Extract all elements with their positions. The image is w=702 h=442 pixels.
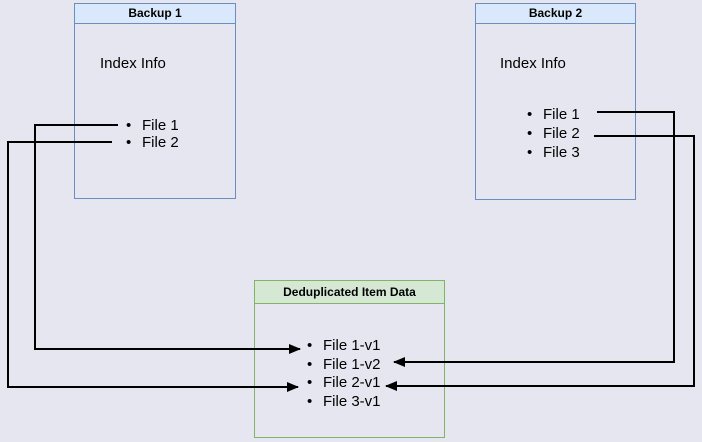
- backup1-file-list: File 1 File 2: [125, 117, 179, 151]
- list-item: File 2-v1: [306, 374, 381, 393]
- node-backup1: Backup 1 Index Info File 1 File 2: [74, 3, 236, 199]
- list-item: File 1-v1: [306, 337, 381, 356]
- node-backup2-body-label: Index Info: [500, 55, 566, 72]
- node-backup2-title: Backup 2: [476, 4, 635, 24]
- list-item: File 2: [526, 124, 580, 143]
- list-item: File 2: [125, 134, 179, 151]
- dedup-file-list: File 1-v1 File 1-v2 File 2-v1 File 3-v1: [306, 337, 381, 411]
- node-dedup-title: Deduplicated Item Data: [255, 281, 444, 304]
- node-backup2: Backup 2 Index Info File 1 File 2 File 3: [475, 3, 636, 200]
- list-item: File 1: [526, 105, 580, 124]
- node-backup1-title: Backup 1: [75, 4, 235, 24]
- list-item: File 3: [526, 143, 580, 162]
- backup2-file-list: File 1 File 2 File 3: [526, 105, 580, 162]
- list-item: File 1-v2: [306, 356, 381, 375]
- node-dedup: Deduplicated Item Data File 1-v1 File 1-…: [254, 280, 445, 438]
- list-item: File 3-v1: [306, 393, 381, 412]
- node-backup1-body-label: Index Info: [100, 55, 166, 72]
- list-item: File 1: [125, 117, 179, 134]
